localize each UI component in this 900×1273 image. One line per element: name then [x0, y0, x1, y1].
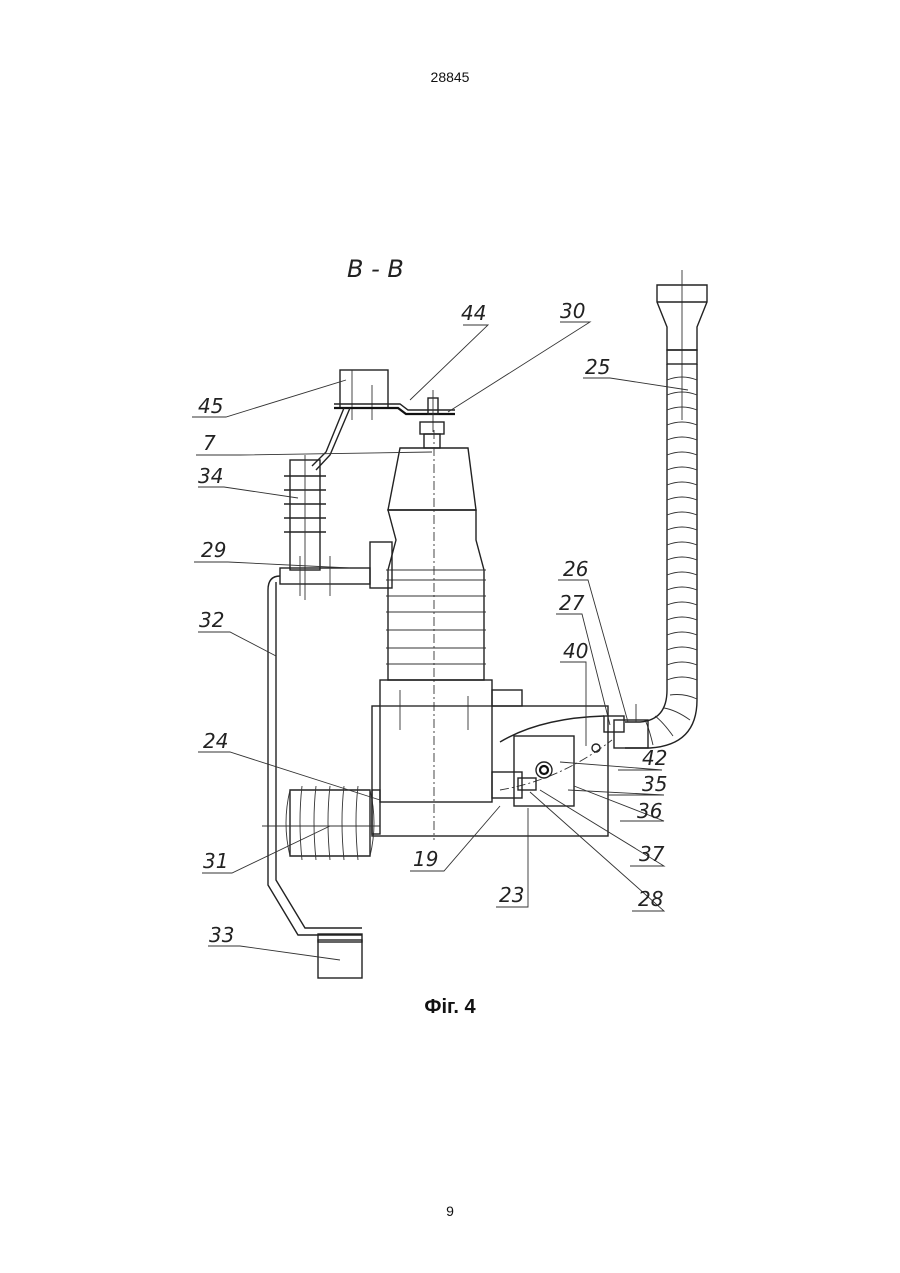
callout-28: 28 — [638, 887, 663, 911]
callout-42: 42 — [642, 746, 667, 770]
callout-24: 24 — [203, 729, 228, 753]
callout-27: 27 — [559, 591, 585, 615]
section-label: В - В — [347, 255, 404, 283]
hose-assembly — [625, 270, 707, 748]
leader-lines — [192, 322, 688, 960]
callout-44: 44 — [461, 301, 486, 325]
callout-45: 45 — [198, 394, 223, 418]
callout-34: 34 — [198, 464, 223, 488]
page-number: 9 — [0, 1203, 900, 1219]
callout-32: 32 — [199, 608, 224, 632]
figure-caption: Фіг. 4 — [0, 996, 900, 1019]
callout-33: 33 — [209, 923, 234, 947]
callout-30: 30 — [560, 299, 585, 323]
rod — [268, 576, 362, 978]
main-housing — [372, 680, 612, 836]
callout-7: 7 — [203, 431, 216, 455]
callout-36: 36 — [637, 799, 662, 823]
bushing-assembly — [280, 408, 370, 600]
callout-29: 29 — [201, 538, 226, 562]
bellows — [262, 786, 380, 860]
callout-31: 31 — [203, 849, 228, 873]
callout-26: 26 — [563, 557, 588, 581]
callout-40: 40 — [563, 639, 588, 663]
callout-25: 25 — [585, 355, 610, 379]
callout-23: 23 — [499, 883, 524, 907]
callout-35: 35 — [642, 772, 667, 796]
top-clamp — [334, 370, 455, 448]
callout-19: 19 — [413, 847, 438, 871]
insulator-body — [370, 430, 486, 840]
callout-37: 37 — [639, 842, 665, 866]
